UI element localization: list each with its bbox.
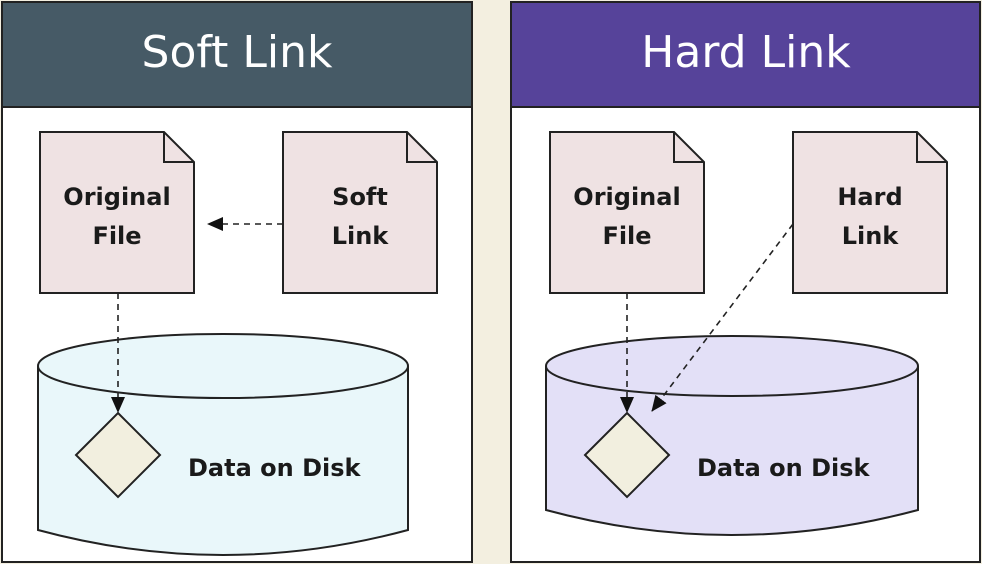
doc-label: Original (63, 183, 170, 211)
original-file-doc: Original File (549, 131, 705, 294)
doc-label: Original (573, 183, 680, 211)
data-block-diamond (74, 411, 162, 499)
disk-cylinder: Data on Disk (37, 333, 409, 556)
doc-label: File (92, 222, 141, 250)
soft-link-doc: Soft Link (282, 131, 438, 294)
disk-cylinder: Data on Disk (545, 335, 919, 536)
doc-label: File (602, 222, 651, 250)
panel-header (1, 1, 473, 108)
doc-label: Link (842, 222, 900, 250)
doc-label: Link (332, 222, 390, 250)
soft-link-panel: Soft Link Original File Soft Link Data o… (1, 1, 473, 563)
panel-title: Soft Link (142, 27, 333, 78)
data-block-diamond (583, 411, 671, 499)
disk-label: Data on Disk (697, 454, 871, 482)
hard-link-doc: Hard Link (792, 131, 948, 294)
panel-header (510, 1, 981, 108)
doc-label: Soft (332, 183, 388, 211)
panel-title: Hard Link (641, 27, 851, 78)
doc-label: Hard (837, 183, 902, 211)
hard-link-panel: Hard Link Original File Hard Link Data o… (510, 1, 981, 563)
original-file-doc: Original File (39, 131, 195, 294)
disk-label: Data on Disk (188, 454, 362, 482)
